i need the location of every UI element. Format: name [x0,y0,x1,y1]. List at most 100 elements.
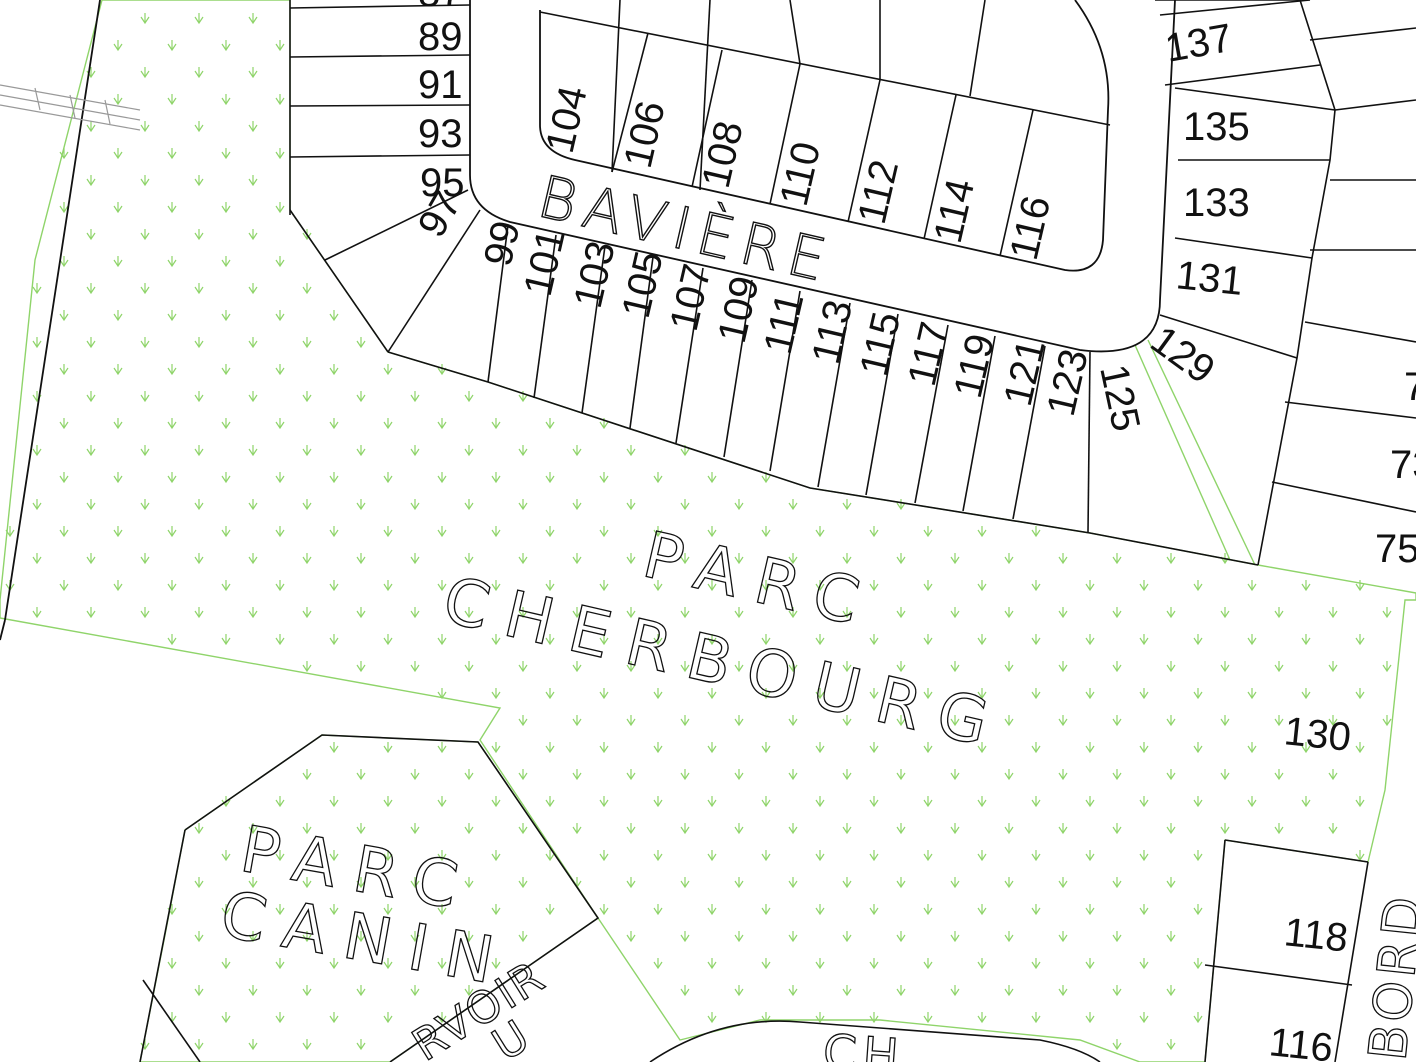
hatch-marker [680,823,690,835]
hatch-marker [329,634,339,646]
hatch-marker [1166,931,1176,943]
hatch-marker [113,472,123,484]
hatch-marker [1004,607,1014,619]
hatch-marker [896,607,906,619]
hatch-marker [680,985,690,997]
hatch-marker [1355,850,1365,862]
hatch-marker [491,958,501,970]
hatch-marker [896,931,906,943]
hatch-marker [113,40,123,52]
hatch-marker [842,499,852,511]
hatch-marker [86,337,96,349]
hatch-marker [1193,1012,1203,1024]
hatch-marker [437,796,447,808]
hatch-marker [1139,958,1149,970]
hatch-marker [5,526,15,538]
hatch-marker [1274,715,1284,727]
hatch-marker [572,553,582,565]
hatch-marker [302,661,312,673]
hatch-marker [896,877,906,889]
hatch-marker [1139,796,1149,808]
hatch-marker [464,985,474,997]
hatch-marker [1139,904,1149,916]
hatch-marker [545,850,555,862]
hatch-marker [599,850,609,862]
hatch-marker [1220,607,1230,619]
hatch-marker [140,337,150,349]
hatch-marker [1166,715,1176,727]
hatch-marker [1166,769,1176,781]
hatch-marker [1085,688,1095,700]
hatch-marker [194,121,204,133]
hatch-marker [410,499,420,511]
hatch-marker [302,283,312,295]
hatch-marker [1058,661,1068,673]
hatch-marker [248,337,258,349]
hatch-marker [1085,850,1095,862]
lot-number: 114 [926,175,983,247]
hatch-marker [383,580,393,592]
hatch-marker [410,823,420,835]
hatch-marker [113,580,123,592]
hatch-marker [788,985,798,997]
hatch-marker [194,607,204,619]
hatch-marker [194,229,204,241]
hatch-marker [896,499,906,511]
hatch-marker [464,445,474,457]
hatch-marker [32,445,42,457]
hatch-marker [464,931,474,943]
hatch-marker [32,553,42,565]
hatch-marker [275,526,285,538]
hatch-marker [518,391,528,403]
hatch-marker [140,175,150,187]
hatch-marker [140,121,150,133]
hatch-marker [1301,634,1311,646]
hatch-marker [761,688,771,700]
hatch-marker [1112,769,1122,781]
hatch-marker [842,823,852,835]
hatch-marker [464,391,474,403]
hatch-marker [1004,715,1014,727]
hatch-marker [491,634,501,646]
hatch-marker [815,580,825,592]
hatch-marker [599,472,609,484]
hatch-marker [248,283,258,295]
hatch-marker [761,958,771,970]
hatch-marker [167,364,177,376]
hatch-marker [896,985,906,997]
hatch-marker [734,931,744,943]
hatch-marker [1274,661,1284,673]
lot-number: 125 [1091,361,1148,435]
hatch-marker [1031,1012,1041,1024]
hatch-marker [275,472,285,484]
hatch-marker [869,634,879,646]
hatch-marker [1058,553,1068,565]
hatch-marker [329,742,339,754]
hatch-marker [815,958,825,970]
hatch-marker [437,472,447,484]
hatch-marker [1112,931,1122,943]
hatch-marker [437,634,447,646]
hatch-marker [869,1012,879,1024]
hatch-marker [167,40,177,52]
hatch-marker [302,823,312,835]
hatch-marker [464,877,474,889]
hatch-marker [1004,877,1014,889]
hatch-marker [788,769,798,781]
hatch-marker [491,418,501,430]
hatch-marker [1085,1012,1095,1024]
hatch-marker [167,526,177,538]
hatch-marker [302,877,312,889]
hatch-marker [437,1012,447,1024]
hatch-marker [1166,877,1176,889]
hatch-marker [194,13,204,25]
hatch-marker [626,877,636,889]
hatch-marker [113,526,123,538]
hatch-marker [815,1012,825,1024]
hatch-marker [1139,580,1149,592]
hatch-marker [491,796,501,808]
hatch-marker [140,283,150,295]
lot-number: 133 [1183,181,1250,225]
hatch-marker [1301,742,1311,754]
hatch-marker [329,310,339,322]
